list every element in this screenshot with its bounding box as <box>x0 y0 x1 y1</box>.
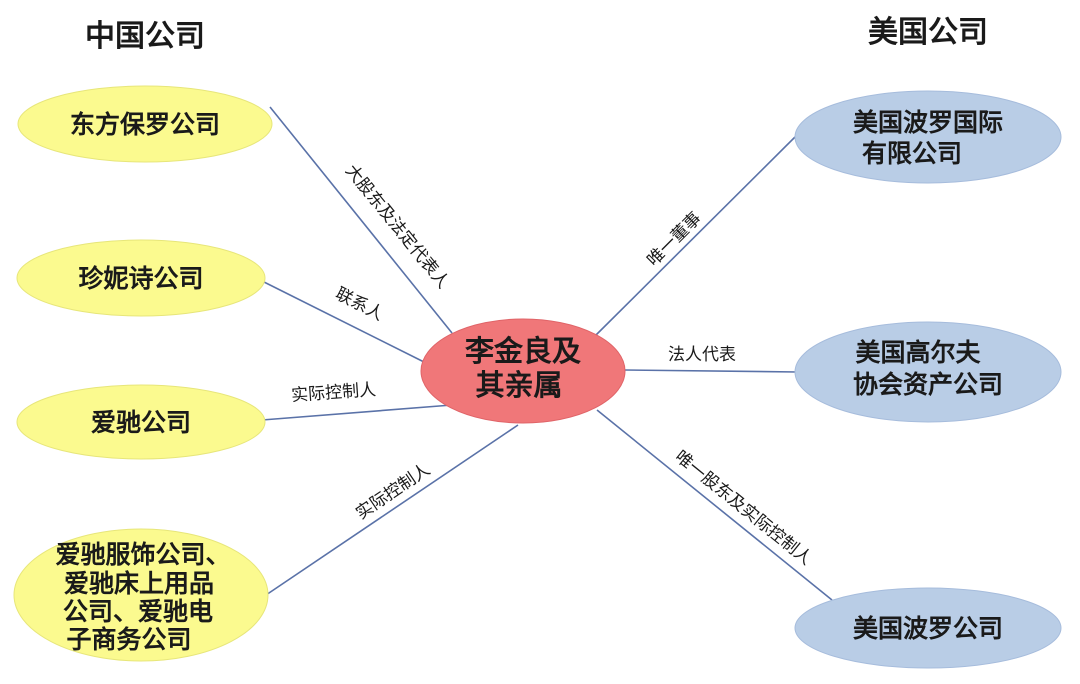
center-label-line-1: 李金良及 <box>465 334 581 368</box>
connector-line-us-polo-intl <box>595 136 796 336</box>
node-label: 美国波罗公司 <box>853 614 1003 643</box>
node-aichi-group: 爱驰服饰公司、 爱驰床上用品 公司、爱驰电 子商务公司 <box>13 528 269 662</box>
connector-line-aichi <box>261 404 453 421</box>
us-company-nodes: 美国波罗国际 有限公司 美国高尔夫 协会资产公司 美国波罗公司 <box>794 90 1062 669</box>
edge-label-legal-representative: 法人代表 <box>668 345 736 365</box>
edge-label-sole-shareholder-controller: 唯一股东及实际控制人 <box>671 447 816 570</box>
connector-line-dongfang <box>269 106 453 334</box>
china-company-nodes: 东方保罗公司 珍妮诗公司 爱驰公司 爱驰服饰公司、 爱驰床上用品 公司、爱驰电 … <box>13 85 273 662</box>
node-label-line-4: 子商务公司 <box>66 625 191 654</box>
edge-label-contact-person: 联系人 <box>332 284 387 325</box>
node-us-polo: 美国波罗公司 <box>794 587 1062 669</box>
node-us-polo-international: 美国波罗国际 有限公司 <box>794 90 1062 184</box>
connector-lines <box>261 106 833 601</box>
node-label: 爱驰公司 <box>91 408 191 437</box>
node-label-line-1: 爱驰服饰公司、 <box>55 540 230 569</box>
edge-label-major-shareholder-legal-rep: 大股东及法定代表人 <box>341 161 453 292</box>
connector-line-zhennishi <box>261 280 429 365</box>
edge-label-sole-director: 唯一董事 <box>643 208 705 270</box>
node-label: 珍妮诗公司 <box>78 264 203 293</box>
edge-label-actual-controller-aichi-group: 实际控制人 <box>352 460 434 524</box>
node-aichi: 爱驰公司 <box>16 384 266 460</box>
node-label-line-2: 爱驰床上用品 <box>64 569 214 598</box>
connector-line-aichi-group <box>265 424 519 596</box>
node-zhennishi: 珍妮诗公司 <box>16 239 266 317</box>
node-dongfang-polo: 东方保罗公司 <box>17 85 273 163</box>
heading-china-companies: 中国公司 <box>85 19 205 54</box>
edge-label-actual-controller-aichi: 实际控制人 <box>291 380 377 406</box>
node-label: 东方保罗公司 <box>70 110 220 139</box>
node-label-line-1: 美国高尔夫 <box>855 338 981 367</box>
node-usga-properties: 美国高尔夫 协会资产公司 <box>794 321 1062 423</box>
node-label-line-2: 协会资产公司 <box>853 370 1003 399</box>
node-label-line-3: 公司、爱驰电 <box>63 597 213 626</box>
node-label-line-2: 有限公司 <box>862 139 962 168</box>
connector-line-usga-assets <box>624 369 799 373</box>
node-label-line-1: 美国波罗国际 <box>853 108 1003 137</box>
connector-line-us-polo <box>596 409 833 601</box>
center-node-li-jinliang-and-relatives: 李金良及 其亲属 <box>420 318 626 424</box>
heading-us-companies: 美国公司 <box>868 15 988 50</box>
center-label-line-2: 其亲属 <box>475 368 562 402</box>
